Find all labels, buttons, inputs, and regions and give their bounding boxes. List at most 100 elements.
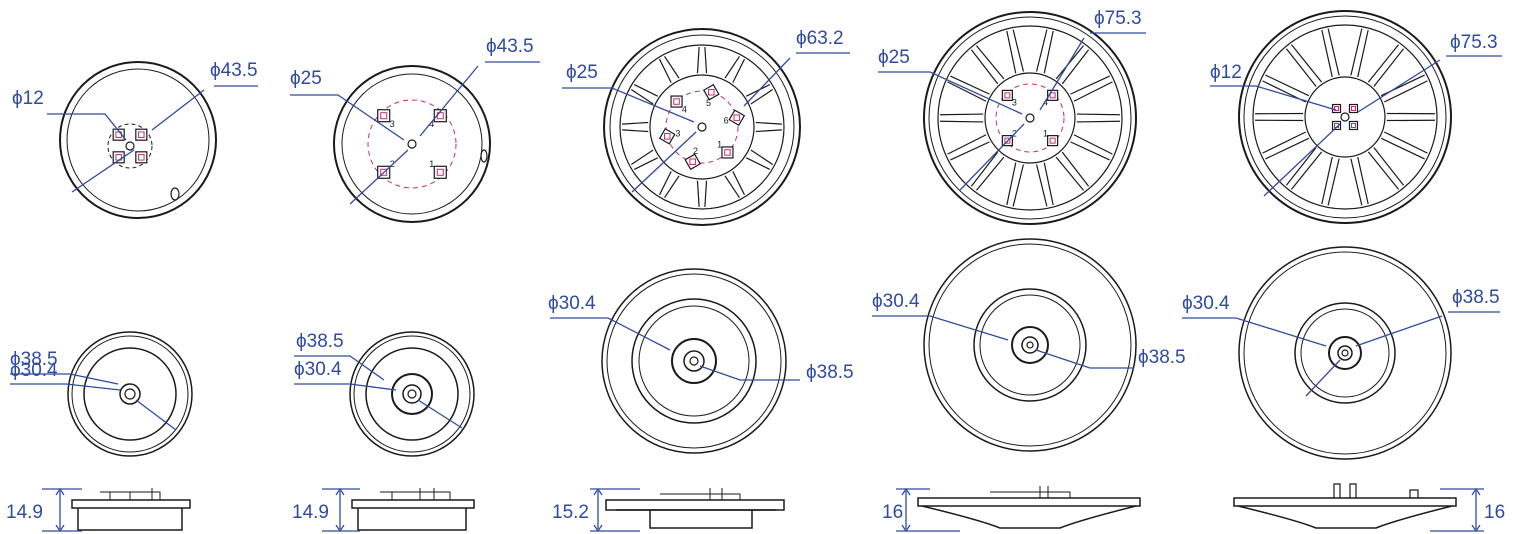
spoke-line [1285,48,1317,87]
top-view-1: ϕ12 ϕ43.5 [12,60,258,219]
spoke-line [1321,29,1333,78]
pad-square [135,151,148,164]
spoke-line [1055,156,1085,191]
spoke-line [1061,49,1090,85]
side-view-4: 16 [882,486,1141,533]
pad-square [135,128,148,141]
top-diameter-label: ϕ43.5 [210,60,258,81]
spoke-line [1043,30,1054,74]
spoke-group-4 [940,29,1120,207]
spoke-line [696,180,700,207]
spoke-line [622,121,649,125]
bottom-view-1: ϕ38.5 ϕ30.4 [10,331,193,457]
top-diameter-label: ϕ63.2 [796,28,844,49]
spoke-group-3 [622,47,782,207]
spoke-line [947,81,987,102]
pad-square [684,153,702,171]
spoke-line [947,134,987,155]
bottom-diameter-label: ϕ38.5 [1452,287,1500,308]
height-label: 14.9 [6,502,43,523]
spoke-line [755,121,782,125]
pad-contact [1350,106,1356,112]
spoke-line [1076,113,1120,116]
bottom-diameter-label: ϕ30.4 [294,359,342,380]
pad-contact [1334,106,1340,112]
spoke-line [724,55,740,79]
pad-number: 6 [724,116,729,126]
pad-contact [733,114,741,121]
pad-square [1047,135,1059,147]
pad-contact [138,131,145,138]
pad-number: 3 [1012,97,1017,107]
spoke-line [732,58,746,83]
spoke-line [746,83,771,97]
spoke-line [750,89,774,105]
spoke-line [1076,120,1120,123]
spoke-line [1380,137,1425,160]
spoke-line [1367,151,1400,190]
bottom-view-2: ϕ38.5 ϕ30.4 [294,331,475,457]
top-diameter-label: ϕ12 [1210,62,1242,83]
pad-contact [1350,122,1356,128]
pad-number: 4 [1043,97,1048,107]
spoke-line [1357,29,1369,78]
spoke-line [1327,28,1340,76]
pad-contact [673,98,680,105]
spoke-line [1035,29,1048,72]
pad-contact [380,168,388,176]
spoke-line [1373,147,1405,186]
spoke-line [755,129,782,133]
pad-contact [1004,137,1011,144]
spoke-line [732,171,746,196]
bottom-diameter-label: ϕ30.4 [10,360,58,381]
pad-contact [380,112,388,120]
spoke-line [630,149,654,165]
top-diameter-label: ϕ12 [12,88,44,109]
spoke-line [1070,141,1110,161]
spoke-line [1043,162,1054,206]
pad-contact [436,168,444,176]
bottom-diameter-label: ϕ38.5 [296,331,344,352]
pad-contact [724,149,731,156]
spoke-line [633,83,658,97]
pad-square [702,83,720,101]
side-view-3: 15.2 [552,487,785,533]
pad-number: 4 [429,119,434,129]
height-label: 16 [1484,502,1505,523]
spoke-line [1357,156,1369,205]
bottom-diameter-label: ϕ38.5 [10,349,58,370]
pad-square [1348,120,1359,131]
spoke-line [1367,44,1400,83]
bottom-diameter-label: ϕ38.5 [1138,347,1186,368]
pad-contact [708,88,715,96]
spoke-line [940,113,984,116]
side-view-5: 16 [1233,483,1505,533]
spoke-line [950,141,990,161]
pad-group-1 [112,128,148,164]
pad-number: 3 [390,119,395,129]
pad-contact [689,158,696,166]
pad-contact [1004,92,1011,99]
pad-contact [1049,92,1056,99]
pad-square [721,146,734,159]
bottom-diameter-label: ϕ38.5 [806,362,854,383]
pad-square [728,109,746,127]
spoke-line [1265,137,1310,160]
side-view-2: 14.9 [292,487,475,533]
spoke-line [1290,44,1323,83]
spoke-line [1285,147,1317,186]
pad-number: 2 [390,159,395,169]
spoke-line [633,157,658,171]
pad-square [1331,120,1342,131]
spoke-line [1327,158,1340,206]
height-label: 14.9 [292,502,329,523]
spoke-line [1373,48,1405,87]
pad-group-5 [1331,103,1359,131]
spoke-line [1061,151,1090,187]
